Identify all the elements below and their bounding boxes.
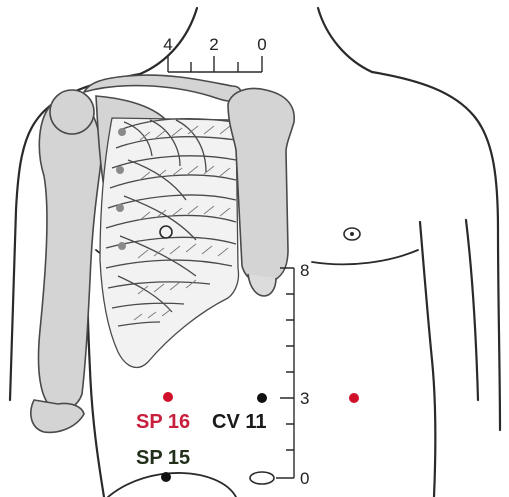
right-torso-side bbox=[420, 222, 435, 497]
vertical-scale bbox=[276, 268, 294, 478]
ribcage bbox=[100, 118, 239, 367]
right-arm-inner bbox=[466, 220, 478, 400]
lower-abdomen-curve bbox=[108, 473, 236, 497]
vertical-scale-labels: 8 3 0 bbox=[300, 261, 309, 488]
horizontal-scale bbox=[168, 56, 262, 72]
point-cv11 bbox=[257, 393, 267, 403]
vertical-scale-label-3: 3 bbox=[300, 389, 309, 408]
point-sp16-left bbox=[163, 392, 173, 402]
horizontal-scale-label-0: 0 bbox=[257, 35, 266, 54]
label-sp16: SP 16 bbox=[136, 411, 190, 433]
vertical-scale-label-0: 0 bbox=[300, 469, 309, 488]
navel bbox=[250, 472, 274, 484]
label-cv11: CV 11 bbox=[212, 411, 266, 433]
neck-right-line bbox=[318, 8, 372, 72]
vertical-scale-label-8: 8 bbox=[300, 261, 309, 280]
label-sp15: SP 15 bbox=[136, 447, 190, 469]
point-sp16-right bbox=[349, 393, 359, 403]
horizontal-scale-label-4: 4 bbox=[163, 35, 172, 54]
right-nipple bbox=[344, 228, 360, 240]
acupoints bbox=[161, 392, 359, 482]
right-shoulder-line bbox=[372, 72, 500, 430]
horizontal-scale-label-2: 2 bbox=[209, 35, 218, 54]
humeral-head bbox=[50, 90, 94, 134]
right-pectoral-line bbox=[312, 250, 418, 264]
point-sp15 bbox=[161, 472, 171, 482]
